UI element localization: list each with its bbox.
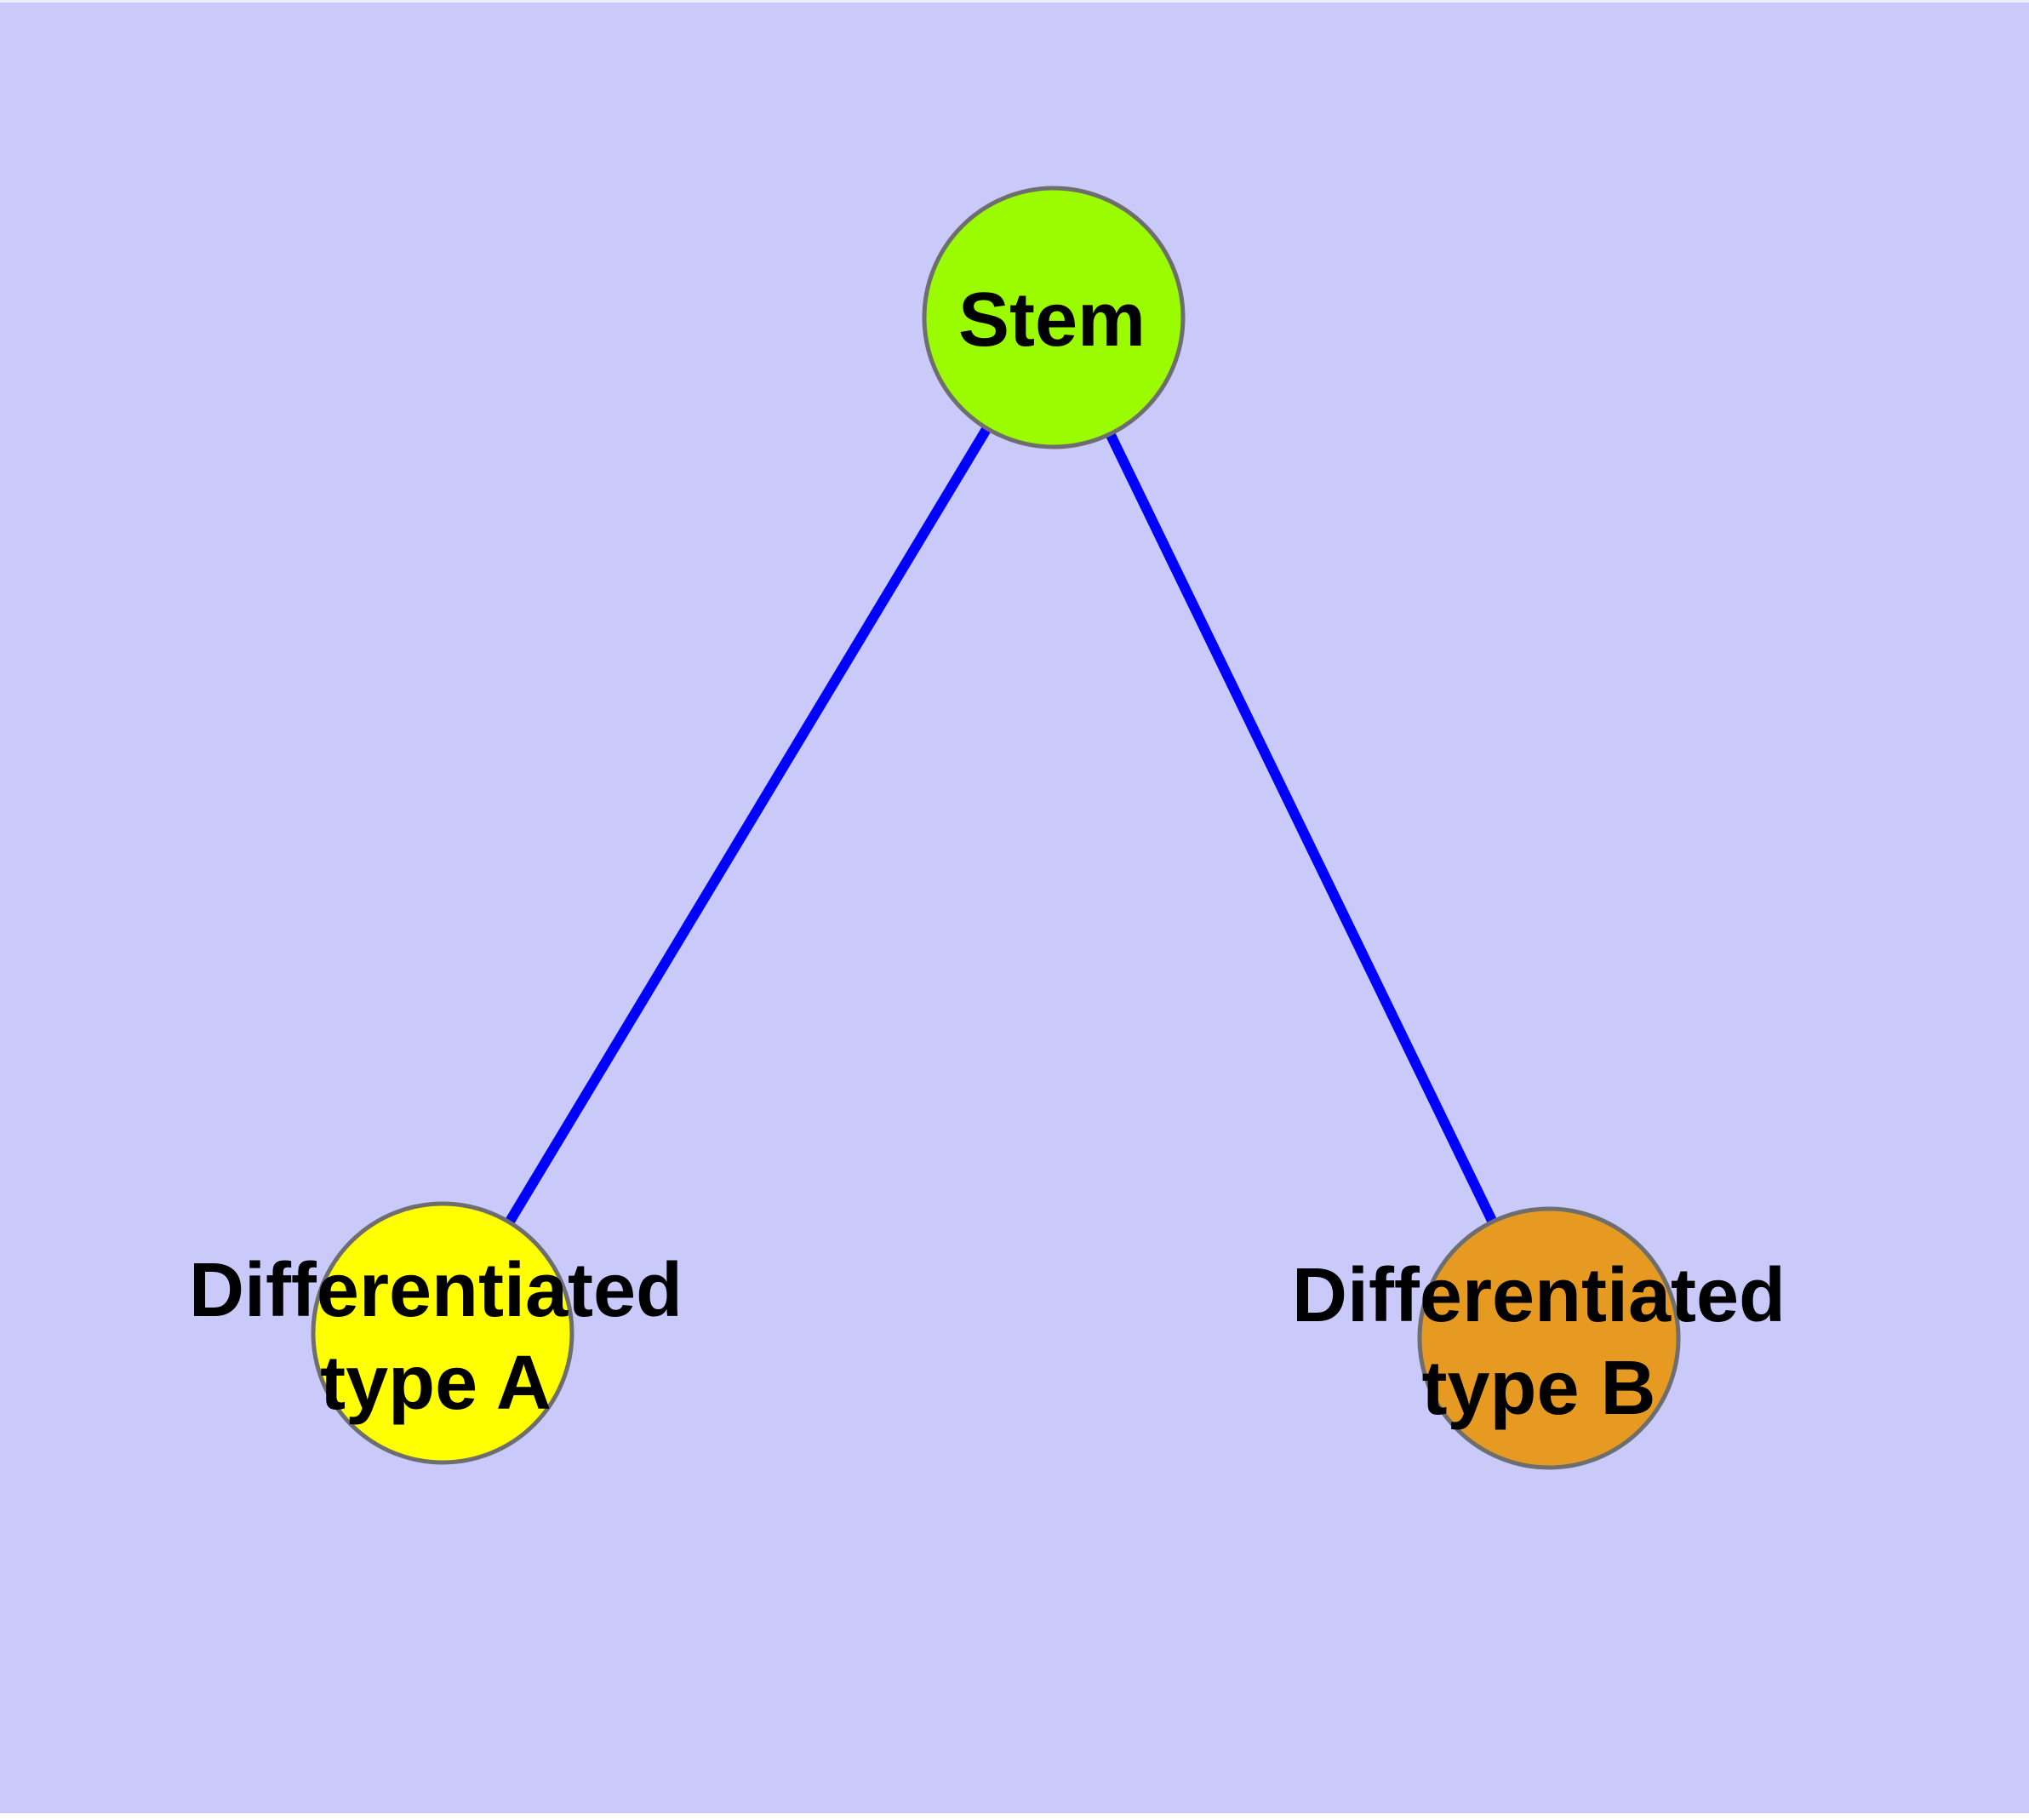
edge-stem-to-type-b [1049,315,1554,1341]
edge-group [437,314,1554,1341]
node-type-b-circle [1417,1206,1681,1470]
node-type-b-label-line1: Differentiated [1292,1253,1786,1338]
node-stem: Stem [922,186,1186,449]
bottom-edge-strip [0,1813,2029,1820]
node-type-a-circle [311,1201,574,1465]
edge-stem-to-type-a [437,314,1059,1336]
node-stem-circle [922,186,1186,449]
node-type-a-label-line1: Differentiated [189,1248,683,1333]
node-stem-label: Stem [958,278,1146,363]
node-differentiated-type-b: Differentiated type B [1292,1206,1786,1470]
node-type-a-label-line2: type A [320,1341,552,1426]
top-edge-strip [0,0,2029,3]
node-differentiated-type-a: Differentiated type A [189,1201,683,1465]
node-type-b-label-line2: type B [1421,1346,1655,1431]
